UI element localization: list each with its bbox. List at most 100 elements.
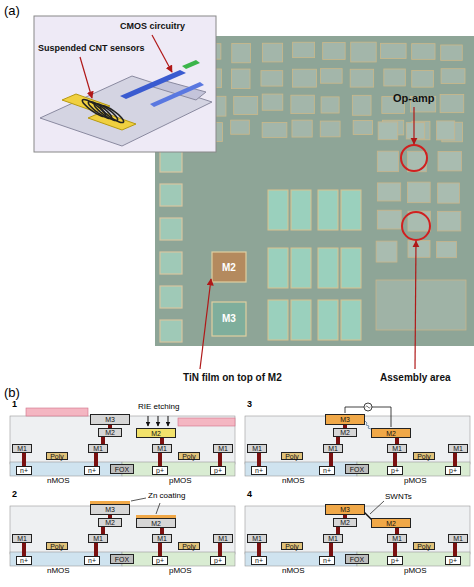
layer-label: Poly [182,453,196,460]
metal-layer: M1 [387,444,407,453]
metal-layer: M1 [213,444,233,453]
callout-label: SWNTs [385,493,412,502]
p-well [245,462,357,476]
leader-line [370,501,384,514]
layer-label: M2 [340,519,350,526]
layer-label: M1 [157,535,167,542]
cross-section [10,498,235,566]
leader-line [413,107,414,144]
diffusion-region: p+ [445,556,461,565]
layer-label: M2 [340,429,350,436]
wire [182,60,200,69]
sensor-pad [341,248,361,288]
layer-label: M1 [93,445,103,452]
via [336,527,340,534]
metal-layer: M2 [98,518,122,527]
layer-label: Poly [417,453,431,460]
diffusion-region: n+ [251,556,267,565]
metal-layer: M2 [371,428,411,438]
poly-gate: Poly [46,452,68,460]
metal-layer: M1 [213,534,233,543]
layer-label: M2 [386,520,396,527]
circuit-block [232,44,251,63]
bond-pad [160,184,182,206]
circuit-block [408,151,427,171]
circuit-block [261,71,283,86]
via [158,543,162,556]
callout-label: nMOS [47,567,70,576]
layer-label: M3 [105,416,115,423]
bond-pad [160,150,182,172]
layer-label: p+ [449,467,457,474]
cross-section [245,501,470,566]
circuit-block [231,69,250,89]
callout-label: Suspended CNT sensors [38,44,145,54]
layer-label: Poly [285,543,299,550]
circuit-block [378,122,398,140]
circuit-block [438,183,460,203]
p-well [245,552,357,566]
wire [345,407,364,413]
callout-label: 1 [12,400,17,410]
electrode [62,94,110,112]
metal-pad [212,302,246,336]
circuit-block [293,42,315,57]
leader-line [415,241,416,369]
sensor-pad [268,190,288,230]
circuit-block [376,241,397,262]
layer-label: M2 [151,520,161,527]
layer-label: FOX [115,556,129,563]
circuit-block [406,123,424,139]
poly-gate: Poly [178,542,200,550]
metal-layer: M2 [136,518,176,528]
circuit-block [437,242,457,258]
circuit-block [412,71,434,88]
layer-label: M2 [386,430,396,437]
cross-section [245,403,470,476]
callout-label: pMOS [169,567,192,576]
circuit-block [351,42,377,62]
layer-label: n+ [88,467,96,474]
photoresist [178,418,235,426]
circuit-block [408,211,431,231]
etch-arrow [158,416,159,426]
metal-layer: M2 [136,428,176,438]
via [94,453,98,466]
circuit-block [262,43,282,62]
metal-layer: M1 [448,534,468,543]
layer-label: p+ [214,557,222,564]
layer-label: M1 [17,445,27,452]
circuit-block [384,69,406,86]
layer-label: Poly [182,543,196,550]
callout-label: Zn coating [148,492,185,501]
diffusion-region: n+ [319,466,335,475]
diffusion-region: p+ [445,466,461,475]
layer-label: M1 [252,535,262,542]
leader-line [156,503,160,514]
metal-layer: M3 [325,414,365,425]
diffusion-region: p+ [387,556,403,565]
metal-layer: M2 [333,518,357,527]
circuit-block [412,44,435,60]
layer-label: Poly [50,453,64,460]
callout-label: M3 [222,313,236,324]
metal-layer: M3 [325,504,365,515]
photoresist [26,408,88,416]
circuit-block [320,121,340,137]
sensor-pad [291,248,311,288]
layer-label: n+ [323,557,331,564]
bond-pad [160,252,182,274]
callout-label: pMOS [404,567,427,576]
circuit-block [321,69,343,84]
layer-label: FOX [115,466,129,473]
layer-label: M1 [328,445,338,452]
circuit-block [438,211,461,231]
leader-line [200,279,211,369]
highlight-circle [402,212,430,240]
metal-layer: M2 [98,428,122,437]
via [218,453,222,466]
leader-line [152,35,172,72]
field-oxide: FOX [345,554,369,564]
circuit-block [262,94,283,110]
callout-label: TiN film on top of M2 [183,372,282,383]
